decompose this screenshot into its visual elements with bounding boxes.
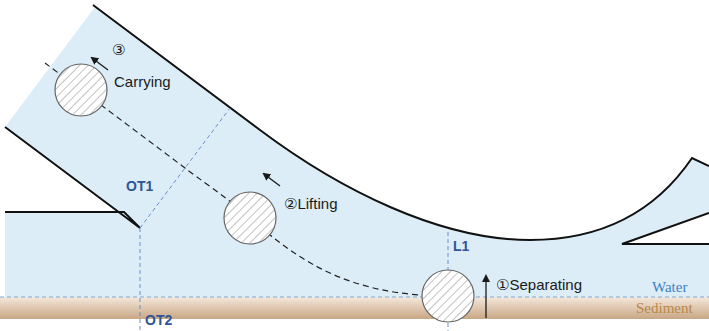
- layer-label: Water: [652, 279, 687, 295]
- motion-arrow: [92, 58, 108, 70]
- particle: [422, 270, 474, 322]
- section-tag: OT1: [126, 178, 153, 194]
- water-body: [5, 5, 709, 297]
- particle: [55, 64, 107, 116]
- stage-label: Carrying: [114, 74, 171, 90]
- section-tag: OT2: [145, 312, 172, 328]
- sediment-layer: [0, 297, 709, 319]
- hood-wall: [93, 5, 709, 240]
- motion-arrow: [485, 276, 486, 318]
- lower-wall: [5, 127, 140, 228]
- plate-outline: [622, 213, 709, 244]
- motion-arrow: [264, 174, 280, 186]
- particle: [224, 192, 276, 244]
- callout-number: ③: [112, 42, 125, 58]
- trajectory: [45, 63, 448, 296]
- section-tag: L1: [453, 238, 469, 254]
- section-line: [140, 228, 141, 331]
- water-line: [0, 297, 709, 298]
- plate: [622, 213, 709, 244]
- layer-label: Sediment: [636, 300, 693, 316]
- stage-label: ①Separating: [496, 277, 582, 293]
- stage-label: ②Lifting: [284, 196, 337, 212]
